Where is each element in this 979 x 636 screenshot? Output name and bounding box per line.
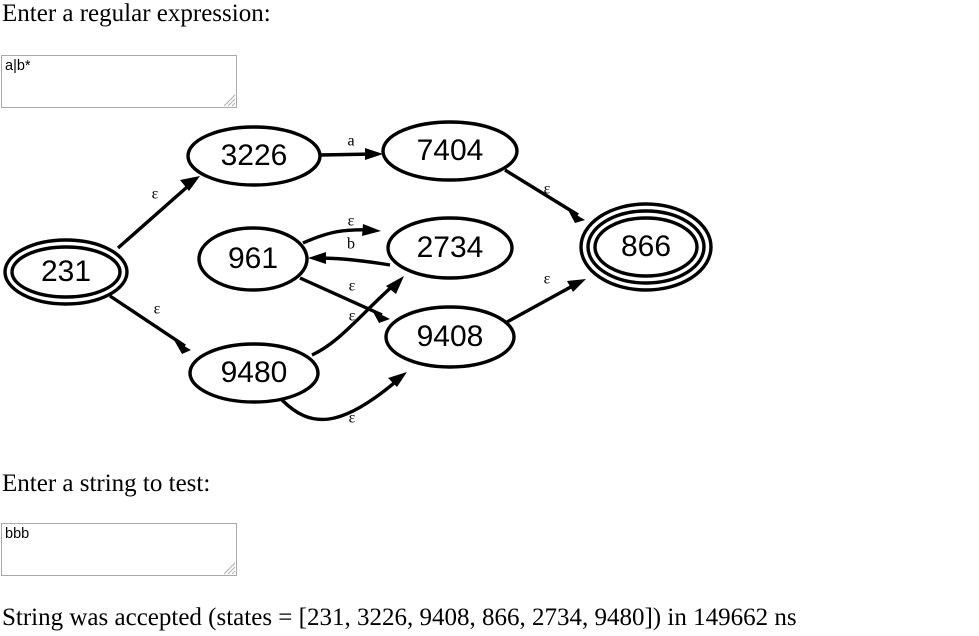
state-outer-ring [188,342,320,404]
edge-961-to-2734: ε [302,213,381,245]
state-node-2734[interactable]: 2734 [386,216,514,280]
state-label: 866 [621,230,671,263]
edge-path [116,178,197,250]
edge-label: ε [349,410,356,427]
regex-prompt-label: Enter a regular expression: [2,0,271,27]
edge-label: ε [349,278,356,295]
edge-label: ε [152,186,159,203]
string-input-wrapper [1,523,237,576]
state-node-231[interactable]: 231 [3,238,129,306]
edge-path [311,280,399,357]
state-node-9480[interactable]: 9480 [188,342,320,404]
edge-7404-to-866: ε [504,168,585,223]
edge-9408-to-866: ε [506,271,586,324]
arrow-head-icon [372,310,390,323]
edge-label: ε [544,271,551,288]
state-node-7404[interactable]: 7404 [381,120,519,182]
edge-label: a [347,133,354,150]
state-label: 961 [228,242,278,275]
edge-231-to-9480: ε [109,294,191,354]
state-label: 2734 [417,231,484,264]
state-node-866[interactable]: 866 [579,202,713,292]
edge-path [506,281,579,324]
edge-path [504,168,579,217]
edge-label: ε [544,181,551,198]
state-label: 9480 [221,356,288,389]
arrow-head-icon [568,210,585,223]
test-string-input[interactable] [1,523,237,576]
edge-label: b [347,236,355,253]
state-label: 231 [41,255,91,288]
arrow-head-icon [308,252,326,264]
arrow-head-icon [567,279,586,292]
state-inner-ring [10,245,122,299]
edge-path [302,228,373,245]
state-outer-ring [197,226,309,292]
edge-label: ε [154,301,161,318]
edge-label: ε [348,213,355,230]
arrow-head-icon [174,340,191,354]
state-node-3226[interactable]: 3226 [186,125,322,187]
arrow-head-icon [386,276,404,294]
arrow-head-icon [365,148,383,160]
edge-9480-to-2734: ε [311,276,404,357]
regex-input-wrapper [1,55,237,108]
arrow-head-icon [362,224,381,236]
state-outer-ring [384,305,516,369]
state-inner-ring [593,216,699,278]
result-status-text: String was accepted (states = [231, 3226… [2,604,797,631]
state-outer-ring [186,125,322,187]
edge-3226-to-7404: a [319,133,383,160]
nfa-diagram: ε ε a ε ε b [3,120,713,427]
edge-label: ε [349,308,356,325]
state-label: 9408 [417,320,484,353]
edge-path [109,294,186,348]
state-outer-ring [386,216,514,280]
state-outer-ring [381,120,519,182]
state-node-9408[interactable]: 9408 [384,305,516,369]
edge-path [280,376,402,422]
edge-9480-to-9408: ε [280,372,407,427]
arrow-head-icon [180,176,200,191]
state-label: 3226 [221,139,288,172]
edge-2734-to-961: b [308,236,391,267]
arrow-head-icon [388,372,407,387]
state-label: 7404 [417,134,484,167]
string-prompt-label: Enter a string to test: [2,470,211,497]
state-node-961[interactable]: 961 [197,226,309,292]
edge-path [316,256,391,267]
edge-231-to-3226: ε [116,176,200,250]
regex-input[interactable] [1,55,237,108]
